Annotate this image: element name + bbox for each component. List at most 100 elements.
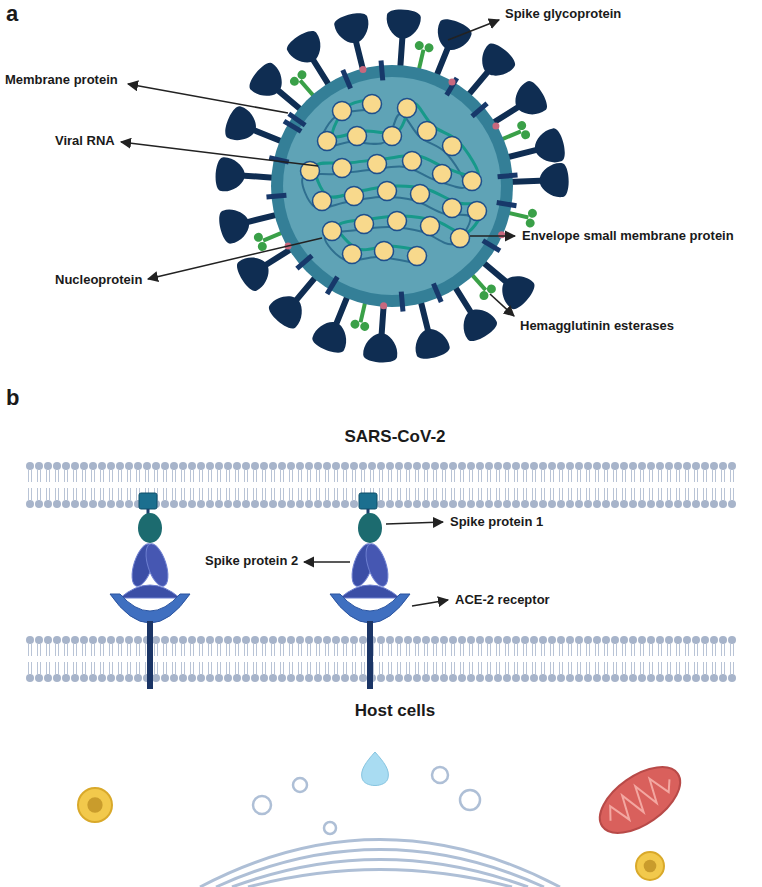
lipid-head [350, 636, 358, 644]
lipid-head [521, 636, 529, 644]
lipid-head [161, 636, 169, 644]
lipid-tail [353, 470, 356, 500]
lipid-head [575, 462, 583, 470]
lipid-head [485, 462, 493, 470]
lipid-head [593, 500, 601, 508]
lipid-head [134, 674, 142, 682]
lipid-head [692, 500, 700, 508]
nucleoprotein [323, 222, 342, 241]
lipid-tail [218, 470, 221, 500]
lipid-tail [398, 644, 401, 674]
lipid-head [647, 500, 655, 508]
lipid-head [440, 636, 448, 644]
nucleoprotein [383, 127, 402, 146]
lipid-head [674, 636, 682, 644]
lipid-head [413, 674, 421, 682]
lipid-head [512, 500, 520, 508]
lipid-head [80, 462, 88, 470]
lipid-head [377, 462, 385, 470]
lipid-head [422, 674, 430, 682]
lipid-head [116, 500, 124, 508]
lipid-head [458, 636, 466, 644]
lipid-tail [245, 644, 248, 674]
lipid-tail [182, 470, 185, 500]
lipid-head [602, 674, 610, 682]
binding-scene [26, 462, 736, 689]
panel-letter: a [6, 0, 18, 28]
lipid-head [71, 462, 79, 470]
lipid-tail [308, 644, 311, 674]
lipid-head [494, 674, 502, 682]
lipid-head [53, 462, 61, 470]
lipid-tail [641, 470, 644, 500]
lipid-head [683, 462, 691, 470]
lipid-head [35, 500, 43, 508]
lipid-tail [128, 644, 131, 674]
lipid-tail [137, 644, 140, 674]
nucleoprotein [443, 199, 462, 218]
lipid-tail [380, 470, 383, 500]
lipid-tail [659, 644, 662, 674]
lipid-tail [101, 644, 104, 674]
lipid-head [251, 500, 259, 508]
he-lobe [525, 218, 536, 229]
nucleoprotein [433, 165, 452, 184]
lipid-tail [416, 470, 419, 500]
lipid-tail [416, 644, 419, 674]
lipid-head [287, 674, 295, 682]
endoplasmic-reticulum [200, 840, 560, 887]
lipid-head [701, 500, 709, 508]
lipid-head [629, 674, 637, 682]
lipid-tail [443, 470, 446, 500]
lipid-head [107, 636, 115, 644]
lipid-head [584, 462, 592, 470]
lipid-tail [353, 644, 356, 674]
lipid-head [575, 674, 583, 682]
lipid-head [485, 500, 493, 508]
lipid-head [314, 636, 322, 644]
leader-line [470, 235, 515, 237]
lipid-tail [209, 470, 212, 500]
lipid-head [449, 462, 457, 470]
lipid-tail [425, 470, 428, 500]
lipid-head [377, 500, 385, 508]
lipid-tail [524, 644, 527, 674]
viral-rna [315, 99, 483, 251]
viral-envelope [271, 65, 513, 307]
lipid-head [44, 636, 52, 644]
lipid-head [287, 636, 295, 644]
lipid-head [89, 462, 97, 470]
lipid-head [449, 500, 457, 508]
lipid-head [341, 674, 349, 682]
lipid-head [575, 636, 583, 644]
lipid-head [224, 462, 232, 470]
lipid-head [719, 500, 727, 508]
leader-line [490, 294, 514, 316]
lipid-head [494, 462, 502, 470]
part-label: Nucleoprotein [55, 272, 142, 288]
lipid-head [728, 500, 736, 508]
lipid-tail [677, 644, 680, 674]
nucleoprotein [403, 152, 422, 171]
lipid-tail [83, 644, 86, 674]
lipid-head [89, 636, 97, 644]
lipid-tail [632, 644, 635, 674]
nucleoprotein [468, 202, 487, 221]
lipid-tail [344, 644, 347, 674]
lipid-head [332, 462, 340, 470]
vesicle [460, 790, 480, 810]
lipid-head [350, 674, 358, 682]
lipid-head [611, 500, 619, 508]
part-label: Viral RNA [55, 133, 115, 149]
nucleoprotein [443, 137, 462, 156]
nucleoprotein [333, 102, 352, 121]
lipid-tail [587, 470, 590, 500]
lipid-head [53, 674, 61, 682]
lipid-tail [56, 644, 59, 674]
lipid-head [26, 462, 34, 470]
membrane-protein [266, 193, 286, 200]
lipid-tail [227, 644, 230, 674]
lipid-head [224, 674, 232, 682]
lipid-tail [38, 470, 41, 500]
lipid-tail [605, 470, 608, 500]
